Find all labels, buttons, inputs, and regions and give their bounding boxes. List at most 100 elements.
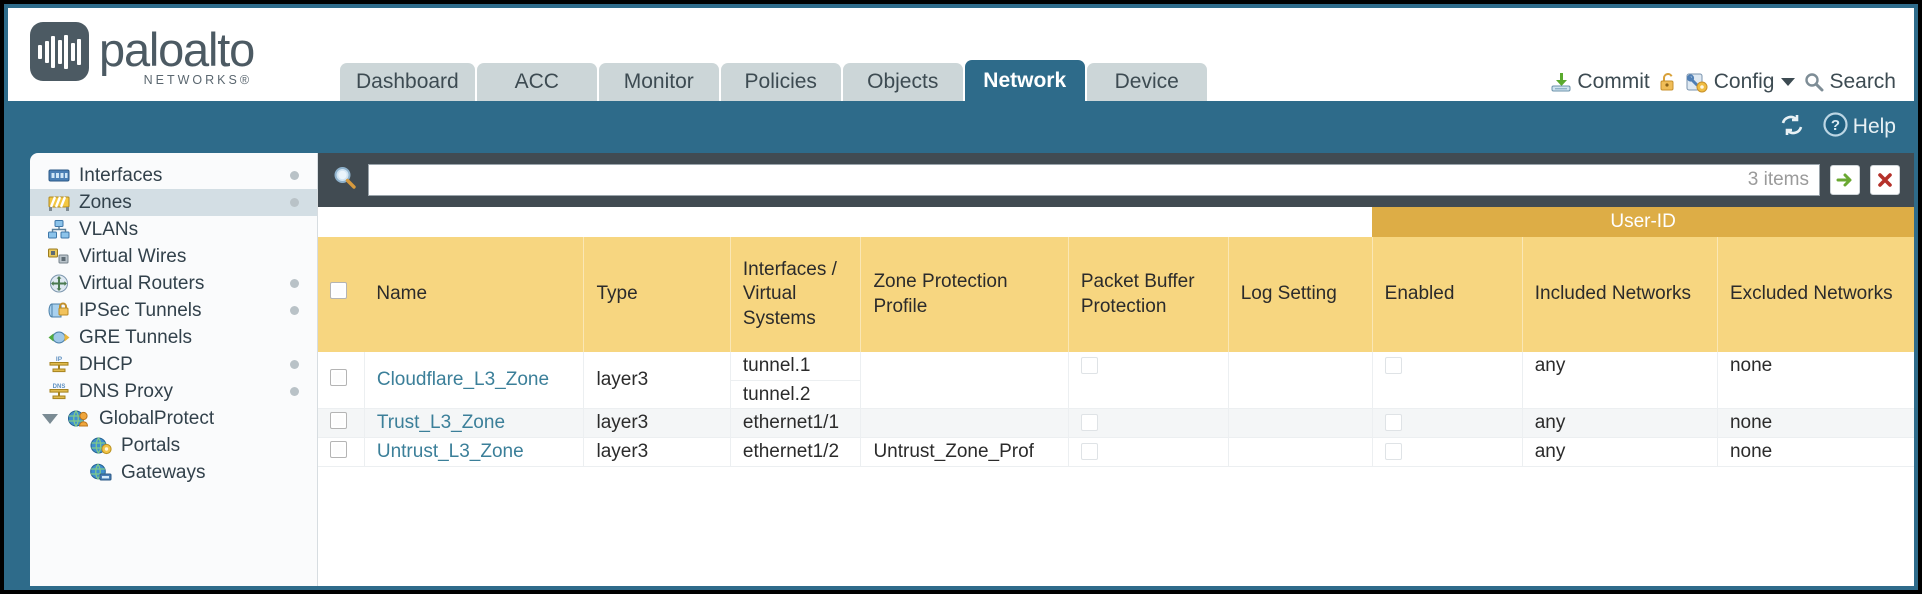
brand-tagline: NETWORKS® [143, 73, 253, 87]
column-header-zone-protection-profile[interactable]: Zone Protection Profile [860, 237, 1069, 352]
sidebar-item-virtual-routers[interactable]: Virtual Routers [30, 270, 317, 297]
select-all-checkbox[interactable] [330, 282, 347, 300]
commit-button[interactable]: Commit [1550, 70, 1650, 94]
row-checkbox[interactable] [330, 440, 347, 458]
search-button[interactable]: Search [1804, 70, 1896, 94]
userid-enabled-cell [1372, 408, 1523, 438]
sidebar-item-gre-tunnels[interactable]: GRE Tunnels [30, 324, 317, 351]
interfaces-icon [48, 166, 70, 185]
zone-type-cell: layer3 [583, 352, 731, 409]
nav-tab-objects[interactable]: Objects [842, 63, 963, 101]
row-checkbox[interactable] [330, 368, 347, 386]
sidebar-item-gateways[interactable]: Gateways [30, 459, 317, 486]
sidebar-item-virtual-wires[interactable]: Virtual Wires [30, 243, 317, 270]
zone-name-link[interactable]: Cloudflare_L3_Zone [376, 369, 550, 390]
apply-filter-button[interactable] [1830, 165, 1860, 195]
filter-input-wrap[interactable]: 3 items [368, 164, 1820, 196]
zone-protection-profile-cell: Untrust_Zone_Prof [860, 437, 1069, 467]
sidebar-item-zones[interactable]: Zones [30, 189, 317, 216]
lock-icon [1659, 72, 1677, 93]
zone-protection-profile-cell [860, 352, 1069, 409]
userid-enabled-checkbox[interactable] [1384, 357, 1402, 374]
row-select-cell [318, 352, 365, 409]
sidebar-item-vlans[interactable]: VLANs [30, 216, 317, 243]
column-header-enabled[interactable]: Enabled [1372, 237, 1523, 352]
portals-icon [90, 436, 112, 455]
brand-name: paloalto [99, 22, 255, 76]
expand-collapse-icon[interactable] [42, 413, 58, 424]
column-header-log-setting[interactable]: Log Setting [1228, 237, 1373, 352]
help-button[interactable]: ? Help [1823, 112, 1896, 142]
nav-tab-network[interactable]: Network [964, 60, 1085, 101]
sidebar-item-interfaces[interactable]: Interfaces [30, 162, 317, 189]
column-header-excluded-networks[interactable]: Excluded Networks [1717, 237, 1914, 352]
chevron-down-icon [1781, 78, 1796, 86]
nav-tab-acc[interactable]: ACC [476, 63, 597, 101]
search-label: Search [1829, 70, 1896, 93]
row-select-cell [318, 437, 365, 467]
zone-name-link[interactable]: Untrust_L3_Zone [376, 441, 524, 462]
group-header-row: User-ID [318, 207, 1914, 237]
userid-enabled-checkbox[interactable] [1384, 414, 1402, 431]
sub-toolbar: ? Help [8, 101, 1914, 153]
config-menu[interactable]: Config [1686, 70, 1796, 94]
row-checkbox[interactable] [330, 411, 347, 429]
interface-entry: ethernet1/2 [742, 441, 840, 462]
nav-tab-policies[interactable]: Policies [720, 63, 841, 101]
sidebar-item-label: IPSec Tunnels [79, 299, 202, 321]
dns-proxy-icon: DNS [48, 382, 70, 401]
sidebar-item-ipsec-tunnels[interactable]: IPSec Tunnels [30, 297, 317, 324]
zone-name-link[interactable]: Trust_L3_Zone [376, 412, 506, 433]
column-header-packet-buffer-protection[interactable]: Packet Buffer Protection [1068, 237, 1229, 352]
log-setting-cell [1228, 437, 1373, 467]
filter-search-icon[interactable] [332, 165, 358, 196]
group-header-userid: User-ID [1372, 207, 1914, 237]
interface-entry: ethernet1/1 [742, 412, 840, 433]
sub-toolbar-actions: ? Help [1779, 112, 1896, 142]
clear-filter-button[interactable] [1870, 165, 1900, 195]
excluded-networks-cell: none [1717, 437, 1914, 467]
commit-label: Commit [1577, 70, 1650, 93]
sidebar-item-label: GlobalProtect [99, 407, 215, 429]
packet-buffer-checkbox[interactable] [1080, 414, 1098, 431]
column-header-interfaces-virtual-systems[interactable]: Interfaces / Virtual Systems [730, 237, 862, 352]
sidebar-item-label: GRE Tunnels [79, 326, 192, 348]
packet-buffer-checkbox[interactable] [1080, 357, 1098, 374]
sidebar-item-label: Gateways [121, 461, 206, 483]
sidebar-item-portals[interactable]: Portals [30, 432, 317, 459]
refresh-icon[interactable] [1779, 113, 1805, 142]
packet-buffer-protection-cell [1068, 437, 1229, 467]
column-header-type[interactable]: Type [583, 237, 731, 352]
userid-enabled-checkbox[interactable] [1384, 443, 1402, 460]
table-row[interactable]: Untrust_L3_Zone layer3 ethernet1/2 Untrust_… [318, 437, 1914, 467]
brand-logo[interactable]: paloalto NETWORKS® [30, 22, 255, 87]
nav-tab-monitor[interactable]: Monitor [598, 63, 719, 101]
userid-enabled-cell [1372, 352, 1523, 409]
nav-tab-device[interactable]: Device [1086, 63, 1207, 101]
column-header-included-networks[interactable]: Included Networks [1522, 237, 1718, 352]
gre-tunnels-icon [48, 328, 70, 347]
svg-text:DNS: DNS [53, 384, 66, 390]
paloalto-logo-icon [30, 22, 89, 81]
packet-buffer-protection-cell [1068, 408, 1229, 438]
sidebar-item-label: Virtual Routers [79, 272, 205, 294]
lock-button[interactable] [1659, 72, 1677, 93]
excluded-networks-cell: none [1717, 352, 1914, 409]
zone-type-cell: layer3 [583, 437, 731, 467]
sidebar-item-globalprotect[interactable]: GlobalProtect [30, 405, 317, 432]
nav-tab-dashboard[interactable]: Dashboard [340, 63, 475, 101]
packet-buffer-checkbox[interactable] [1080, 443, 1098, 460]
zone-name-cell: Cloudflare_L3_Zone [364, 352, 585, 409]
filter-input[interactable] [379, 168, 1740, 192]
column-header-name[interactable]: Name [364, 237, 585, 352]
zone-interfaces-cell: ethernet1/1 [730, 408, 862, 438]
